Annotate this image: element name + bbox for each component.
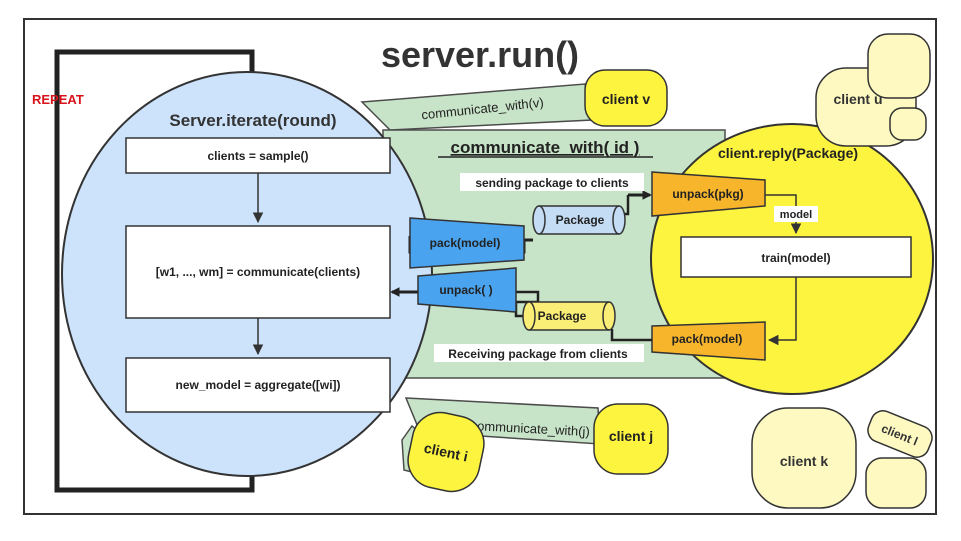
client-l-group: client l (865, 410, 933, 509)
package-in-cylinder (522, 301, 616, 331)
server-pack-trapezoid (409, 217, 525, 269)
client-unpack-trapezoid (651, 171, 766, 217)
client-v-blob (584, 69, 668, 127)
repeat-loop-arrow (54, 49, 261, 493)
client-i-blob (407, 411, 485, 493)
arrow-train-to-pack (767, 277, 797, 346)
client-u-blob-small (889, 107, 927, 141)
client-j-blob (593, 403, 669, 475)
client-reply-title: client.reply(Package) (718, 145, 858, 161)
step-communicate-box (125, 225, 391, 319)
client-u-blob-top (867, 33, 931, 99)
step-aggregate-box (125, 357, 391, 413)
package-out-cylinder (532, 205, 626, 235)
model-label-bg (774, 206, 818, 222)
client-l-blob-bottom (865, 457, 927, 509)
client-j-label: client j (609, 428, 653, 444)
train-label: train(model) (761, 251, 830, 265)
client-k-group: client k (751, 407, 857, 509)
page-title: server.run() (381, 34, 579, 75)
client-i-group: client i (407, 411, 485, 493)
client-u-label: client u (833, 91, 882, 107)
sending-label: sending package to clients (475, 176, 629, 190)
client-unpack-label: unpack(pkg) (672, 187, 743, 201)
client-k-label: client k (780, 453, 828, 469)
repeat-label: REPEAT (32, 92, 84, 107)
step-aggregate-label: new_model = aggregate([wi]) (175, 378, 340, 392)
train-box (680, 236, 912, 278)
step-communicate-label: [w1, ..., wm] = communicate(clients) (156, 265, 360, 279)
receiving-label-bg (434, 344, 644, 362)
client-v-label: client v (602, 91, 650, 107)
package-out-label: Package (556, 213, 605, 227)
receiving-label: Receiving package from clients (448, 347, 628, 361)
server-unpack-trapezoid (417, 267, 517, 313)
package-in-label: Package (538, 309, 587, 323)
sending-label-bg (460, 173, 644, 191)
client-u-group: client u (815, 33, 931, 147)
step-sample-label: clients = sample() (207, 149, 308, 163)
link-label-client-j: communicate_with(j) (470, 418, 590, 439)
client-l-blob (867, 410, 933, 458)
client-pack-label: pack(model) (672, 332, 743, 346)
client-pack-trapezoid (651, 321, 766, 361)
receive-connector-right (610, 329, 652, 342)
server-title: Server.iterate(round) (169, 111, 336, 130)
server-unpack-label: unpack( ) (439, 283, 492, 297)
server-pack-label: pack(model) (430, 236, 501, 250)
channel-title: communicate_with( id ) (451, 138, 640, 157)
model-label: model (780, 209, 812, 221)
client-k-blob (751, 407, 857, 509)
